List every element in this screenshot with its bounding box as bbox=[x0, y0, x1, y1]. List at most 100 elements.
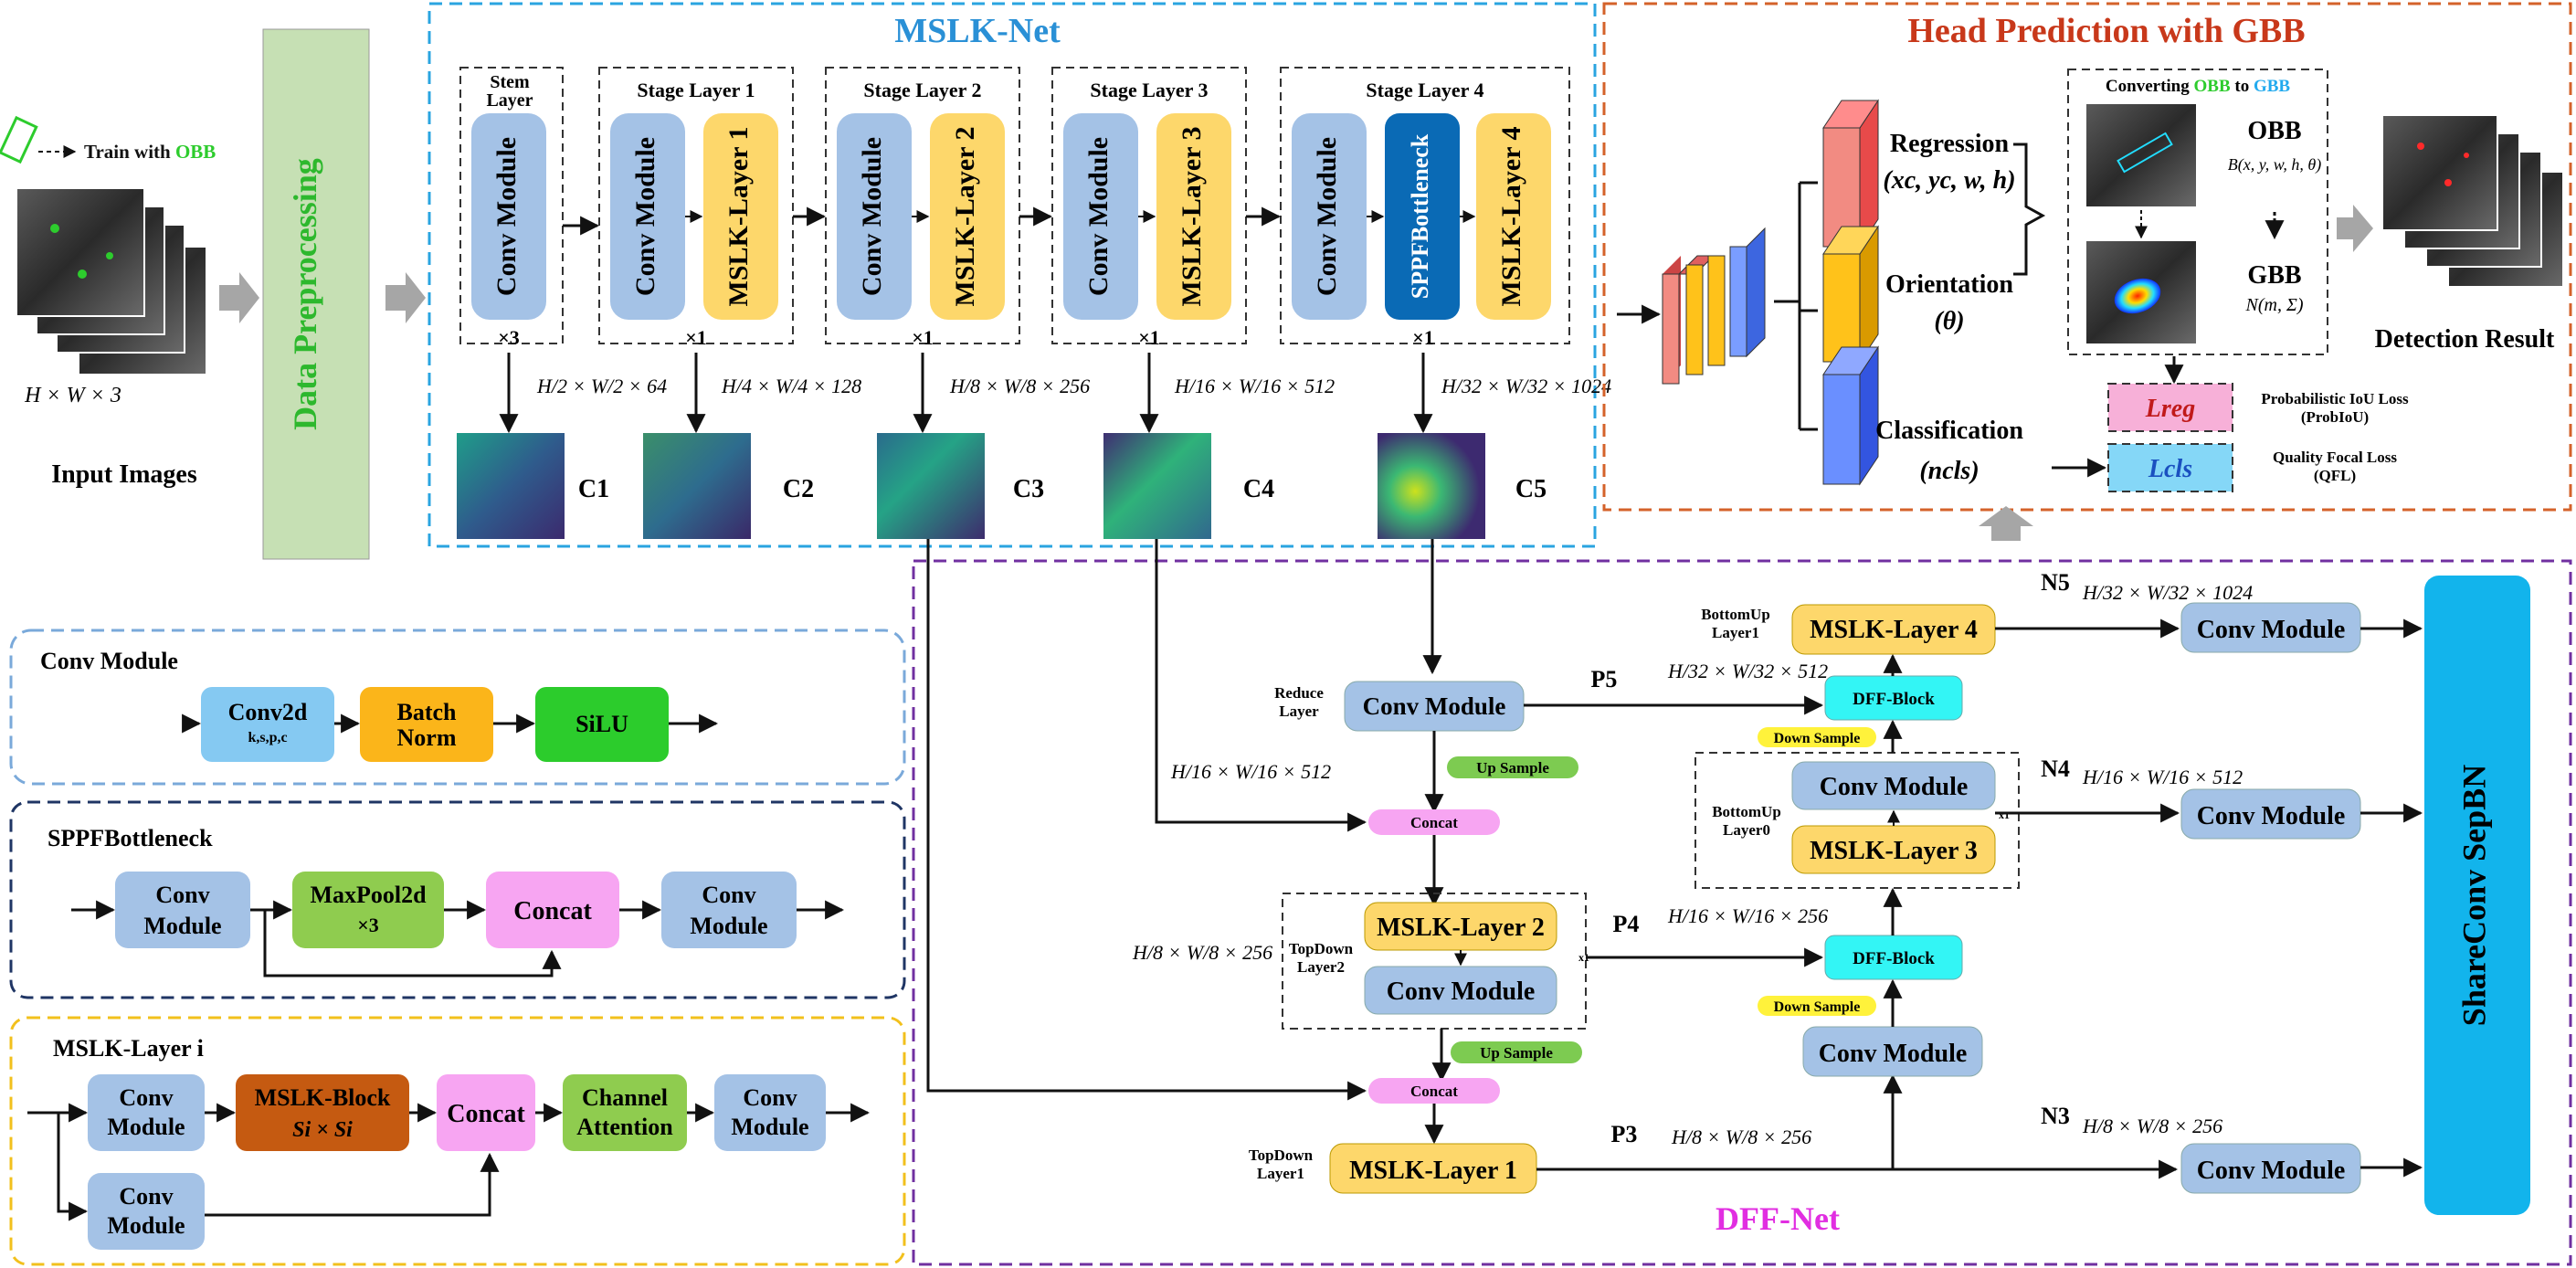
classification-label: Classification bbox=[1875, 417, 2023, 445]
concat-1 bbox=[1368, 809, 1500, 835]
mslk-def-conv-2 bbox=[88, 1173, 205, 1250]
n5-conv-label: Conv Module bbox=[2197, 616, 2346, 644]
input-section: Train with OBB H × W × 3 Input Images bbox=[0, 115, 259, 489]
stage-2-repeat: ×1 bbox=[912, 326, 934, 349]
mslk-layer-definition: MSLK-Layer i Conv Module MSLK-Block Si ×… bbox=[9, 1016, 906, 1266]
conv2d-block bbox=[201, 687, 334, 762]
bottomup1-l2: Layer1 bbox=[1712, 624, 1759, 641]
c3-label: C3 bbox=[1013, 475, 1044, 503]
dff-block-low-label: DFF-Block bbox=[1853, 949, 1935, 968]
stage-1-conv-module bbox=[610, 113, 685, 320]
mslk-def-title: MSLK-Layer i bbox=[53, 1035, 204, 1062]
td2-x1: x1 bbox=[1578, 951, 1589, 964]
conv2d-label: Conv2d bbox=[228, 699, 308, 725]
n5-label: N5 bbox=[2041, 569, 2070, 596]
stage-3-mslk-layer bbox=[1156, 113, 1231, 320]
td2-conv-module bbox=[1364, 966, 1557, 1015]
bu0-mslk-label: MSLK-Layer 3 bbox=[1810, 837, 1978, 865]
stage-1-conv-label: Conv Module bbox=[630, 137, 660, 296]
topdown1-l2: Layer1 bbox=[1257, 1165, 1304, 1182]
data-preprocessing-block: Data Preprocessing bbox=[262, 28, 426, 560]
silu-label: SiLU bbox=[575, 711, 628, 737]
obb-sample-image bbox=[2086, 104, 2196, 206]
n3-conv-label: Conv Module bbox=[2197, 1157, 2346, 1185]
gbb-label: GBB bbox=[2247, 261, 2301, 290]
loss-reg-label: Lreg bbox=[2145, 395, 2195, 423]
concat-2-label: Concat bbox=[1410, 1083, 1458, 1100]
stage-4-conv-module bbox=[1292, 113, 1367, 320]
sppf-concat-block bbox=[486, 872, 619, 948]
mslk-block-label: MSLK-Block bbox=[255, 1084, 391, 1111]
up-sample-1 bbox=[1447, 756, 1578, 778]
converting-box bbox=[2067, 69, 2328, 355]
bu1-mslk-label: MSLK-Layer 4 bbox=[1810, 616, 1978, 644]
c4-feature-map bbox=[1103, 433, 1211, 539]
batchnorm-label-1: Batch bbox=[397, 699, 458, 725]
size-p5: H/32 × W/32 × 512 bbox=[1667, 660, 1828, 682]
dff-block-high-label: DFF-Block bbox=[1853, 690, 1935, 709]
maxpool-rep: ×3 bbox=[357, 914, 379, 936]
stage-2-conv-module bbox=[837, 113, 912, 320]
c3-size: H/8 × W/8 × 256 bbox=[949, 375, 1090, 397]
bottomup0-l1: BottomUp bbox=[1712, 803, 1781, 820]
channel-attention-l1: Channel bbox=[582, 1084, 668, 1111]
size-n4: H/16 × W/16 × 512 bbox=[2082, 766, 2243, 788]
bu0-conv-module bbox=[1791, 761, 1996, 810]
sppf-conv-in-l1: Conv bbox=[155, 882, 209, 908]
silu-block bbox=[535, 687, 669, 762]
obb-label: OBB bbox=[2247, 117, 2301, 145]
up-sample-1-label: Up Sample bbox=[1476, 759, 1549, 777]
dff-net-title: DFF-Net bbox=[1716, 1200, 1840, 1237]
batchnorm-label-2: Norm bbox=[397, 724, 457, 751]
loss-cls-box bbox=[2107, 443, 2233, 492]
bottomup1-l1: BottomUp bbox=[1701, 606, 1770, 623]
regression-math: (xc, yc, w, h) bbox=[1883, 166, 2015, 195]
bu0-conv-label: Conv Module bbox=[1820, 773, 1969, 801]
mslk-net-section: MSLK-Net Stem Layer Conv Module ×3 Stage… bbox=[428, 2, 1611, 548]
detection-result-title: Detection Result bbox=[2375, 325, 2555, 354]
c2-feature-map bbox=[643, 433, 751, 539]
sppf-def-title: SPPFBottleneck bbox=[48, 825, 213, 851]
regression-label: Regression bbox=[1890, 130, 2010, 158]
td2-mslk-label: MSLK-Layer 2 bbox=[1377, 914, 1545, 942]
loss-cls-desc2: (QFL) bbox=[2314, 467, 2356, 484]
stage-4-sppf-bottleneck bbox=[1385, 113, 1460, 320]
head-title: Head Prediction with GBB bbox=[1907, 12, 2305, 50]
input-images-title: Input Images bbox=[51, 460, 197, 489]
train-with-obb-label: Train with OBB bbox=[84, 141, 216, 163]
sppf-conv-out-l2: Module bbox=[690, 913, 767, 939]
stem-conv-module bbox=[471, 113, 546, 320]
topdown1-l1: TopDown bbox=[1249, 1146, 1314, 1164]
loss-cls-desc1: Quality Focal Loss bbox=[2273, 449, 2397, 466]
down-sample-2 bbox=[1758, 727, 1876, 747]
sppf-definition: SPPFBottleneck Conv Module MaxPool2d ×3 … bbox=[9, 800, 906, 999]
mslk-def-conv-out-l2: Module bbox=[731, 1114, 808, 1140]
gbb-math: N(m, Σ) bbox=[2245, 295, 2304, 315]
sppf-conv-out-l1: Conv bbox=[702, 882, 755, 908]
bu0-x1: x1 bbox=[1999, 808, 2010, 821]
mslk-def-concat bbox=[437, 1074, 535, 1151]
n3-label: N3 bbox=[2041, 1103, 2070, 1129]
stage-0-title-2: Layer bbox=[486, 90, 533, 111]
mslk-block bbox=[236, 1074, 409, 1151]
stage-2-title: Stage Layer 2 bbox=[863, 79, 981, 101]
reduce-layer-l1: Reduce bbox=[1274, 684, 1324, 702]
concat-1-label: Concat bbox=[1410, 814, 1458, 831]
bottomup0-l2: Layer0 bbox=[1723, 821, 1770, 839]
orientation-math: (θ) bbox=[1934, 307, 1964, 335]
mslk-block-sub: Si × Si bbox=[292, 1118, 353, 1142]
c1-feature-map bbox=[457, 433, 565, 539]
c1-label: C1 bbox=[578, 475, 609, 503]
input-size-label: H × W × 3 bbox=[24, 384, 121, 407]
detection-result-stack bbox=[2381, 114, 2564, 288]
stage-4-repeat: ×1 bbox=[1412, 326, 1434, 349]
head-section: Head Prediction with GBB Regres bbox=[1602, 2, 2572, 541]
classification-cube bbox=[1822, 345, 1879, 486]
shareconv-sepbn-block bbox=[2424, 576, 2530, 1215]
stage-3-title: Stage Layer 3 bbox=[1090, 79, 1208, 101]
input-arrow bbox=[219, 272, 259, 323]
down-sample-1 bbox=[1758, 996, 1876, 1016]
stem-repeat: ×3 bbox=[498, 326, 520, 349]
size-td2: H/8 × W/8 × 256 bbox=[1132, 941, 1272, 964]
c5-feature-map bbox=[1378, 433, 1485, 539]
